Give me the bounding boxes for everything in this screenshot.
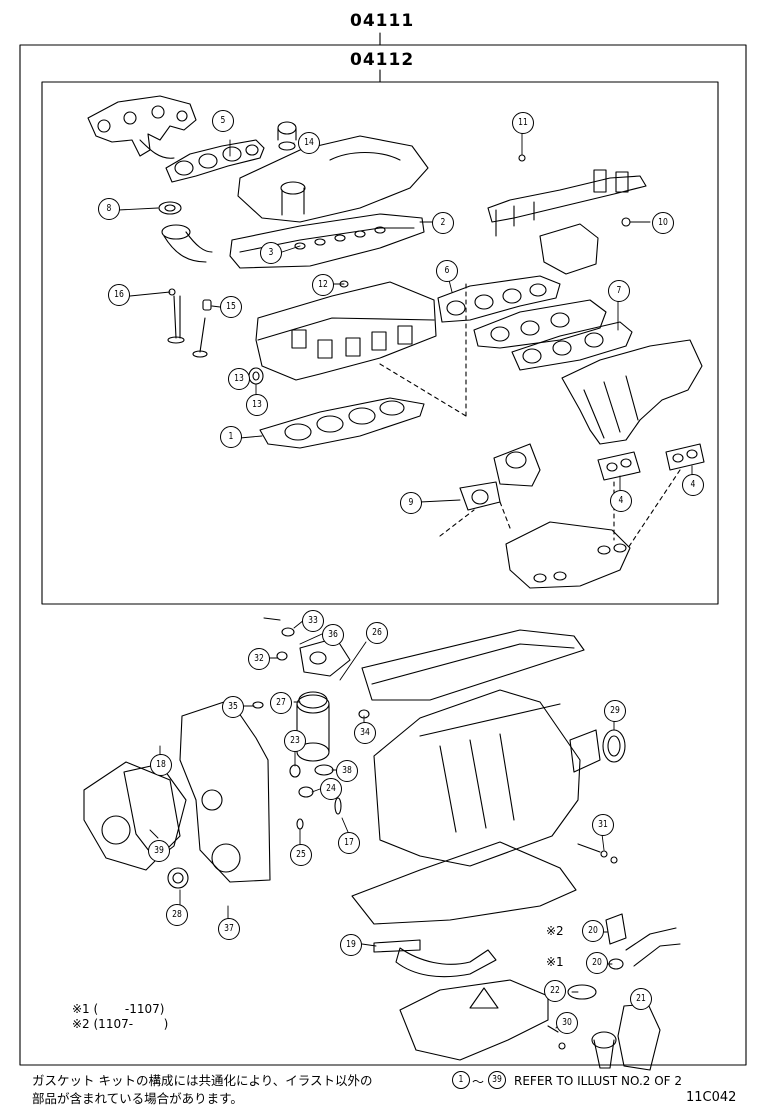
callout-5: 5 (212, 110, 234, 132)
footer-note-jp-1: ガスケット キットの構成には共通化により、イラスト以外の (32, 1073, 373, 1088)
callout-14: 14 (298, 132, 320, 154)
kit-outer-frame (19, 44, 747, 1066)
oil-strainer-drawing (395, 947, 497, 978)
subkit-inner-frame (41, 81, 719, 605)
callout-12: 12 (312, 274, 334, 296)
callout-17: 17 (338, 832, 360, 854)
valves-drawing (167, 288, 212, 358)
marker-20a-version: ※2 (546, 924, 564, 938)
callout-13a: 13 (228, 368, 250, 390)
callout-34: 34 (354, 722, 376, 744)
rear-oil-seal-drawing (569, 729, 626, 773)
oil-pan-lower-drawing (399, 979, 549, 1061)
callout-11: 11 (512, 112, 534, 134)
plug-tube-gaskets-drawing (294, 226, 386, 250)
callout-8: 8 (98, 198, 120, 220)
illustration-code: 11C042 (686, 1090, 737, 1105)
thermostat-drawing (567, 913, 681, 1071)
callout-23: 23 (284, 730, 306, 752)
dashed-guide-1 (379, 363, 467, 417)
callout-22: 22 (544, 980, 566, 1002)
timing-cover-drawing (179, 699, 271, 883)
callout-2: 2 (432, 212, 454, 234)
footer-ref-text: REFER TO ILLUST NO.2 OF 2 (514, 1074, 682, 1088)
intake-gasket-6-drawing (437, 275, 561, 323)
intake-manifold-lower-drawing (473, 299, 607, 349)
cam-seal-drawing (248, 367, 264, 385)
oil-filter-drawing (296, 694, 330, 762)
callout-33: 33 (302, 610, 324, 632)
footer-note-jp-2: 部品が含まれている場合があります。 (32, 1091, 243, 1106)
callout-16: 16 (108, 284, 130, 306)
subkit-number: 04112 (350, 50, 415, 70)
callout-38: 38 (336, 760, 358, 782)
note-production-1: ※1 ( -1107) (72, 1002, 165, 1016)
callout-10: 10 (652, 212, 674, 234)
cylinder-block-drawing (373, 689, 581, 867)
callout-35: 35 (222, 696, 244, 718)
callout-18: 18 (150, 754, 172, 776)
callout-6: 6 (436, 260, 458, 282)
head-cover-drawing (237, 135, 429, 223)
callout-36: 36 (322, 624, 344, 646)
callout-7: 7 (608, 280, 630, 302)
callout-25: 25 (290, 844, 312, 866)
dashed-guide-3 (439, 469, 681, 549)
note-production-2: ※2 (1107- ) (72, 1017, 169, 1031)
throttle-body-drawing (493, 443, 541, 487)
footer-ref-start: 1 (452, 1071, 470, 1089)
intake-plenum-drawing (505, 521, 631, 589)
callout-29: 29 (604, 700, 626, 722)
callout-9: 9 (400, 492, 422, 514)
gasket-4a-drawing (597, 451, 641, 481)
kit-number: 04111 (350, 11, 415, 31)
gasket-4b-drawing (665, 443, 705, 471)
front-seal-drawing (167, 867, 189, 889)
callout-32: 32 (248, 648, 270, 670)
callout-39: 39 (148, 840, 170, 862)
footer-ref-end: 39 (488, 1071, 506, 1089)
intake-manifold-drawing (561, 339, 703, 445)
callout-19: 19 (340, 934, 362, 956)
callout-3: 3 (260, 242, 282, 264)
callout-26: 26 (366, 622, 388, 644)
bolts-drawing (263, 617, 618, 1050)
callout-20a: 20 (582, 920, 604, 942)
fuel-rail-drawing (487, 154, 647, 275)
callout-13: 13 (246, 394, 268, 416)
head-cover-gasket-drawing (229, 213, 425, 269)
leader-lines (117, 131, 693, 1029)
callout-21: 21 (630, 988, 652, 1010)
exhaust-manifold-drawing (87, 95, 197, 159)
callout-4b: 4 (682, 474, 704, 496)
egr-pipe-drawing (158, 201, 213, 263)
callout-31: 31 (592, 814, 614, 836)
callout-30: 30 (556, 1012, 578, 1034)
intake-gasket-7-drawing (511, 321, 633, 371)
marker-20b-version: ※1 (546, 955, 564, 969)
callout-20b: 20 (586, 952, 608, 974)
oil-pan-upper-drawing (351, 841, 577, 925)
oil-strainer-gasket-drawing (373, 939, 421, 953)
callout-15: 15 (220, 296, 242, 318)
callout-1: 1 (220, 426, 242, 448)
callout-28: 28 (166, 904, 188, 926)
oil-pan-gasket-top-drawing (361, 629, 585, 701)
exhaust-gasket-drawing (165, 139, 265, 183)
throttle-gasket-drawing (459, 481, 501, 511)
oil-cap-drawing (277, 121, 297, 151)
callout-4a: 4 (610, 490, 632, 512)
callout-27: 27 (270, 692, 292, 714)
head-gasket-drawing (259, 397, 425, 449)
callout-37: 37 (218, 918, 240, 940)
cylinder-head-drawing (255, 280, 437, 381)
footer-ref-separator: ～ (472, 1075, 485, 1089)
callout-24: 24 (320, 778, 342, 800)
